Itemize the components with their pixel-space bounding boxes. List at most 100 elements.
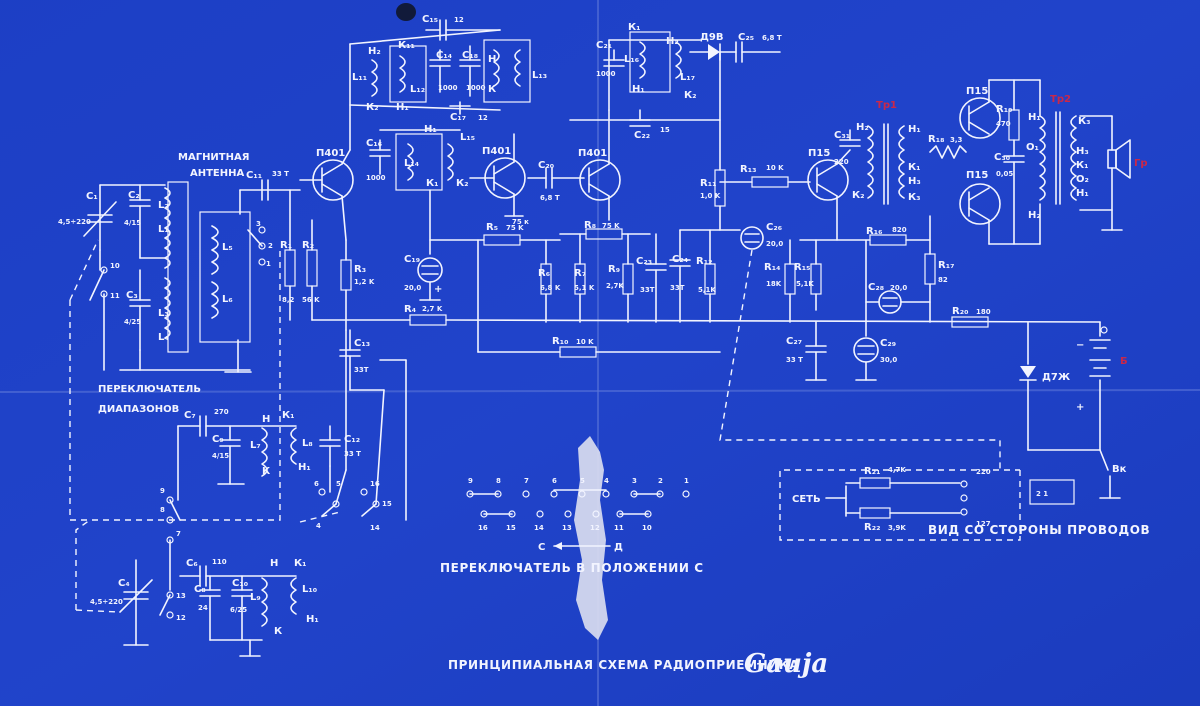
antenna-section: МАГНИТНАЯ АНТЕННА C₁ 4,5÷220 C₂ 4/15 L₁ … [58,152,281,521]
title-block: ПРИНЦИПИАЛЬНАЯ СХЕМА РАДИОПРИЕМНИКА Gauj… [448,649,828,679]
c17-label: C₁₇ [450,112,466,123]
c4-label: C₄ [118,578,130,589]
c24-value: 33T [670,284,685,292]
r2-value: 56 K [302,296,320,304]
c6-value: 110 [212,558,227,566]
r22-value: 3,9K [888,524,906,532]
c23-label: C₂₃ [636,256,652,267]
contact-bottom-13: 13 [562,524,572,532]
r16-label: R₁₆ [866,226,882,237]
l12-label: L₁₂ [410,84,425,95]
r8-label: R₈ [584,220,596,231]
svg-text:9: 9 [160,487,165,495]
svg-text:К₁: К₁ [294,558,307,569]
svg-text:К: К [274,626,283,637]
l11-label: L₁₁ [352,72,367,83]
contact-bottom-14: 14 [534,524,544,532]
c27-label: C₂₇ [786,336,802,347]
power-section: R₂₀ 180 Д7Ж Б −+ Вк СЕТЬ R₂₁ 4,7K R₂₂ 3, [779,306,1150,541]
svg-text:Н₂: Н₂ [856,122,869,133]
r13-value: 10 K [766,164,784,172]
t3-type: П401 [578,148,607,159]
c6-label: C₆ [186,558,198,569]
c20-label: C₂₀ [538,160,554,171]
svg-text:Н₂: Н₂ [1028,210,1041,221]
svg-text:Н: Н [488,54,496,65]
svg-text:2: 2 [268,242,273,250]
l1-label: L₁ [158,224,169,235]
r18-value: 3,3 [950,136,963,144]
r18-label: R₁₈ [928,134,944,145]
svg-text:К₁: К₁ [1076,160,1089,171]
r19-label: R₁₉ [996,104,1012,115]
l2-label: L₂ [158,200,169,211]
c28-label: C₂₈ [868,282,884,293]
c19-value: 20,0 [404,284,421,292]
c12-value: 33 T [344,450,361,458]
v127-label: 127 [976,520,991,528]
svg-text:Н₁: Н₁ [632,84,645,95]
r1-value: 8,2 [282,296,295,304]
contact-bottom-15: 15 [506,524,516,532]
svg-text:О₁: О₁ [1026,142,1039,153]
contact-top-4: 4 [604,477,609,485]
svg-text:15: 15 [382,500,392,508]
r7-label: R₇ [574,268,586,279]
c8-value: 24 [198,604,208,612]
t1-type: П401 [316,148,345,159]
r15-label: R₁₅ [794,262,810,273]
r11-value: 1,0 K [700,192,721,200]
svg-text:14: 14 [370,524,380,532]
svg-text:К₁: К₁ [282,410,295,421]
l14-label: L₁₄ [404,158,419,169]
r20-value: 180 [976,308,991,316]
c3-value: 4/25 [124,318,141,326]
c21-value: 1000 [596,70,616,78]
switch-c-label: С [538,542,545,553]
svg-text:О₂: О₂ [1076,174,1089,185]
svg-text:16: 16 [370,480,380,488]
c16-value: 1000 [366,174,386,182]
c29-label: C₂₉ [880,338,896,349]
c26-value: 20,0 [766,240,783,248]
switch-contact-diagram: 9 8 7 6 5 4 3 2 1 16 15 14 13 12 11 10 С [440,477,704,575]
contact-bottom-16: 16 [478,524,488,532]
svg-text:Н₂: Н₂ [368,46,381,57]
svg-text:−: − [1076,340,1084,351]
c11-value: 33 T [272,170,289,178]
r5-label: R₅ [486,222,498,233]
power-switch-label: Вк [1112,464,1127,475]
svg-text:К₂: К₂ [456,178,469,189]
r11-label: R₁₁ [700,178,716,189]
if-stage-2: П401 R₈ 75 K R₇ 5,1 K R₉ 2,7K C₂₃ 33T R₁… [477,22,721,358]
mains-label: СЕТЬ [792,494,821,505]
svg-text:Н₁: Н₁ [298,462,311,473]
svg-text:+: + [434,284,442,295]
tr1-label: Тр1 [876,100,897,111]
svg-text:3: 3 [256,220,261,228]
svg-text:К: К [262,466,271,477]
r12-value: 5,1K [698,286,716,294]
c2-value: 4/15 [124,219,141,227]
c29-value: 30,0 [880,356,897,364]
l17-label: L₁₇ [680,72,695,83]
antenna-label-line1: МАГНИТНАЯ [178,152,249,163]
c30-label: C₃₀ [994,152,1010,163]
contact-top-5: 5 [580,477,585,485]
t5-type: П15 [966,86,988,97]
c16-label: C₁₆ [366,138,382,149]
svg-text:К₁: К₁ [908,162,921,173]
c15-value: 12 [454,16,464,24]
d1-label: Д9В [700,32,724,43]
l10-label: L₁₀ [302,584,317,595]
r2-label: R₂ [302,240,314,251]
c14-value: 1000 [438,84,458,92]
svg-text:Н₁: Н₁ [306,614,319,625]
l6-label: L₆ [222,294,233,305]
switch-position-label: ПЕРЕКЛЮЧАТЕЛЬ В ПОЛОЖЕНИИ С [440,561,704,575]
svg-text:К₁₁: К₁₁ [398,40,415,51]
svg-text:13: 13 [176,592,186,600]
